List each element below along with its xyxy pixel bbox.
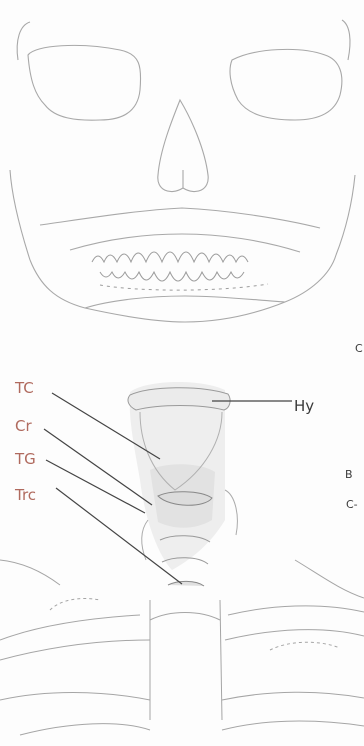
skull bbox=[10, 20, 355, 322]
label-b: B bbox=[345, 468, 353, 481]
label-c: C- bbox=[346, 498, 358, 511]
label-edge-c: C bbox=[355, 342, 363, 355]
label-tc: TC bbox=[14, 379, 34, 397]
label-trc: Trc bbox=[14, 486, 36, 504]
clavicles-ribs bbox=[0, 560, 364, 735]
label-hy: Hy bbox=[294, 397, 314, 415]
label-cr: Cr bbox=[15, 417, 32, 435]
leader-tg bbox=[46, 460, 145, 513]
teeth bbox=[92, 252, 268, 290]
label-tg: TG bbox=[14, 450, 36, 468]
